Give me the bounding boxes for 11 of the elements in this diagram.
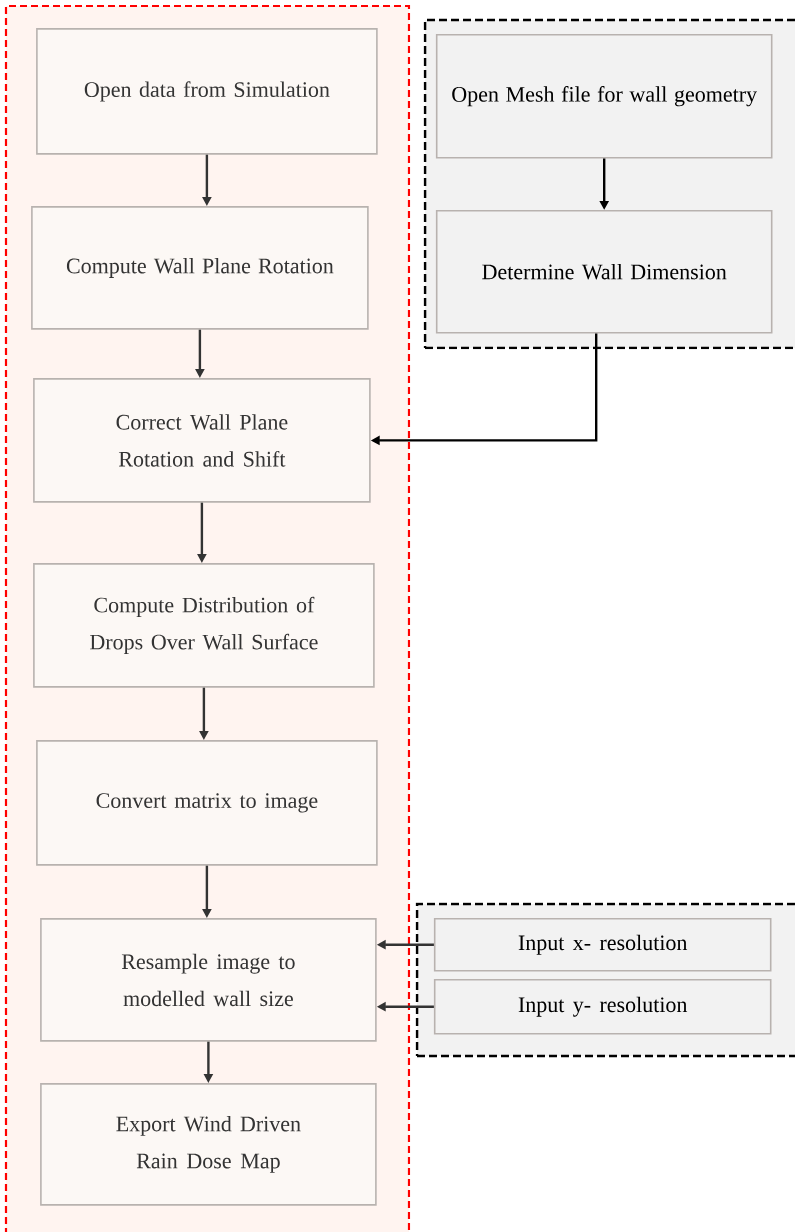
process-box: Open data from Simulation xyxy=(36,28,378,155)
process-box: Open Mesh file for wall geometry xyxy=(435,33,773,159)
process-box: Export Wind Driven Rain Dose Map xyxy=(40,1083,377,1206)
process-box: Compute Wall Plane Rotation xyxy=(31,206,369,330)
process-box: Compute Distribution of Drops Over Wall Surface xyxy=(33,563,375,688)
process-box: Resample image to modelled wall size xyxy=(40,918,377,1042)
process-box: Correct Wall Plane Rotation and Shift xyxy=(33,378,371,503)
process-box: Input x- resolution xyxy=(433,917,772,972)
process-box: Determine Wall Dimension xyxy=(435,209,773,334)
process-box: Convert matrix to image xyxy=(36,740,378,866)
process-box: Input y- resolution xyxy=(433,978,772,1035)
